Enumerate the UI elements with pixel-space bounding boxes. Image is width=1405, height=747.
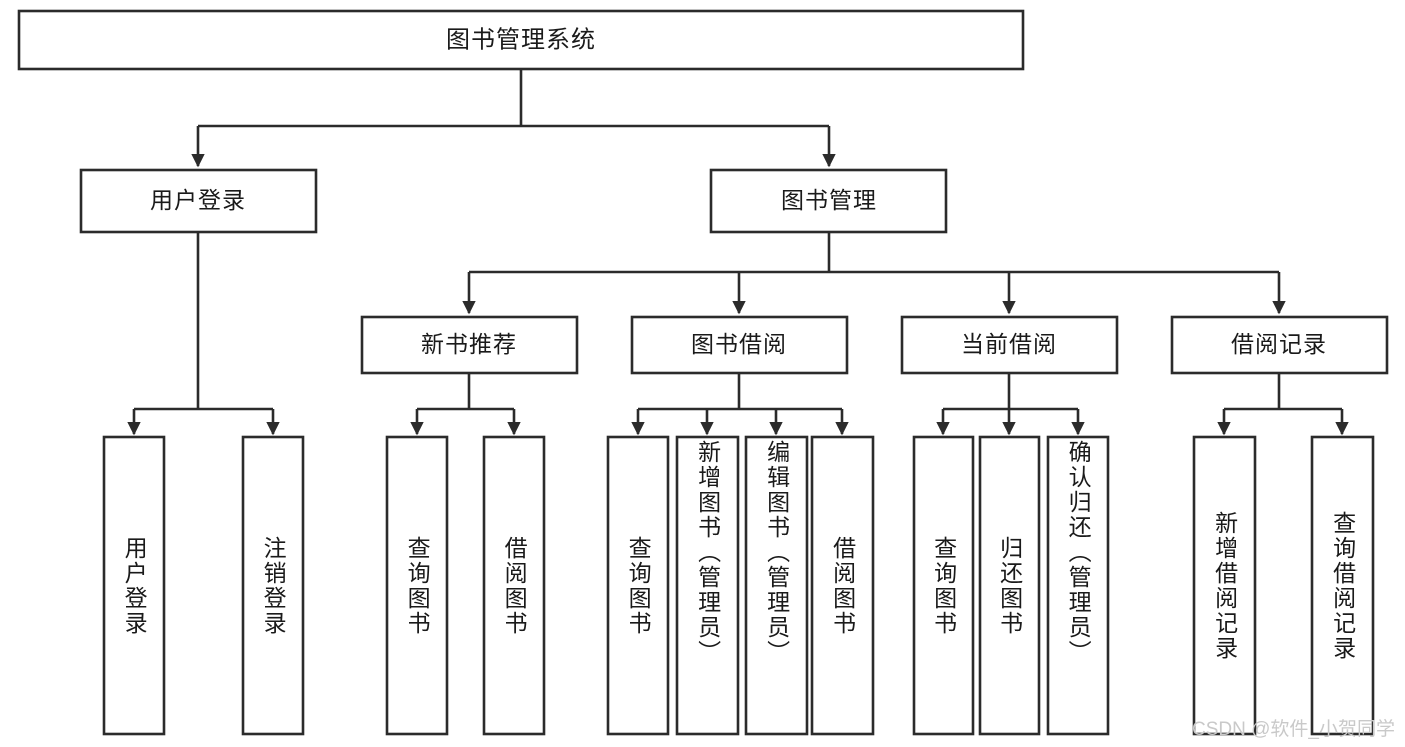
node-user-login[interactable]: 用户登录 [79, 168, 318, 234]
edge-group-book-borrow [631, 373, 849, 436]
node-book-borrow-box[interactable] [630, 315, 849, 375]
leaf-box-current-borrow-0[interactable] [912, 435, 975, 736]
edge-group-book-manage [462, 232, 1286, 315]
edge-group-new-book [410, 373, 521, 436]
leaf-boxes-new-book [385, 435, 546, 736]
leaf-box-current-borrow-2[interactable] [1046, 435, 1110, 736]
leaf-box-borrow-record-0[interactable] [1192, 435, 1257, 736]
node-current-borrow[interactable]: 当前借阅 [900, 315, 1119, 375]
leaf-box-book-borrow-0[interactable] [606, 435, 670, 736]
node-new-book-recommend-label: 新书推荐 [421, 331, 517, 357]
leaf-box-new-book-1[interactable] [482, 435, 546, 736]
node-book-borrow-label: 图书借阅 [691, 331, 787, 357]
leaf-boxes-borrow-record [1192, 435, 1375, 736]
node-new-book-recommend[interactable]: 新书推荐 [360, 315, 579, 375]
leaf-box-book-borrow-3[interactable] [810, 435, 875, 736]
leaf-boxes-user-login [102, 435, 305, 736]
node-new-book-recommend-box[interactable] [360, 315, 579, 375]
edge-group-user-login [127, 232, 280, 436]
leaf-box-book-borrow-2[interactable] [744, 435, 809, 736]
node-book-manage-box[interactable] [709, 168, 948, 234]
node-borrow-record-box[interactable] [1170, 315, 1389, 375]
node-borrow-record[interactable]: 借阅记录 [1170, 315, 1389, 375]
node-book-borrow[interactable]: 图书借阅 [630, 315, 849, 375]
node-current-borrow-box[interactable] [900, 315, 1119, 375]
leaf-boxes-book-borrow [606, 435, 875, 736]
leaf-box-book-borrow-1[interactable] [675, 435, 740, 736]
watermark-text: CSDN @软件_小贺同学 [1192, 719, 1395, 740]
edge-group-current-borrow [936, 373, 1085, 436]
node-current-borrow-label: 当前借阅 [961, 331, 1057, 357]
leaf-boxes-current-borrow [912, 435, 1110, 736]
node-user-login-box[interactable] [79, 168, 318, 234]
node-user-login-label: 用户登录 [150, 187, 246, 213]
leaf-box-current-borrow-1[interactable] [978, 435, 1041, 736]
leaf-box-user-login-0[interactable] [102, 435, 166, 736]
leaf-box-new-book-0[interactable] [385, 435, 449, 736]
leaf-box-user-login-1[interactable] [241, 435, 305, 736]
node-borrow-record-label: 借阅记录 [1231, 331, 1327, 357]
leaf-box-borrow-record-1[interactable] [1310, 435, 1375, 736]
edge-group-root [191, 69, 836, 168]
node-root[interactable]: 图书管理系统 [17, 9, 1025, 71]
node-root-label: 图书管理系统 [446, 26, 596, 53]
node-book-manage-label: 图书管理 [781, 187, 877, 213]
node-root-box[interactable] [17, 9, 1025, 71]
edge-group-borrow-record [1217, 373, 1349, 436]
node-book-manage[interactable]: 图书管理 [709, 168, 948, 234]
